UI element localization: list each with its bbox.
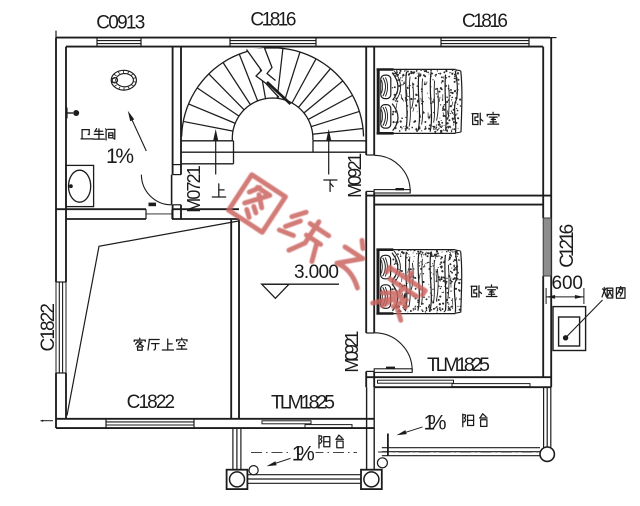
svg-text:C0913: C0913 [96,13,145,34]
svg-text:1%: 1% [106,145,134,168]
svg-text:M0721: M0721 [184,165,204,213]
svg-text:1%: 1% [424,412,447,435]
svg-text:1%: 1% [292,443,315,466]
svg-text:600: 600 [552,273,584,294]
svg-text:TLM1825: TLM1825 [271,391,335,413]
svg-text:C1822: C1822 [38,303,59,352]
svg-text:TLM1825: TLM1825 [427,354,490,376]
svg-text:C1816: C1816 [462,11,508,32]
svg-text:M0921: M0921 [342,331,362,373]
svg-text:C1816: C1816 [250,9,296,30]
svg-text:C1216: C1216 [557,224,578,268]
svg-text:C1822: C1822 [127,392,176,413]
svg-text:M0921: M0921 [345,153,365,198]
svg-text:3.000: 3.000 [294,262,339,283]
